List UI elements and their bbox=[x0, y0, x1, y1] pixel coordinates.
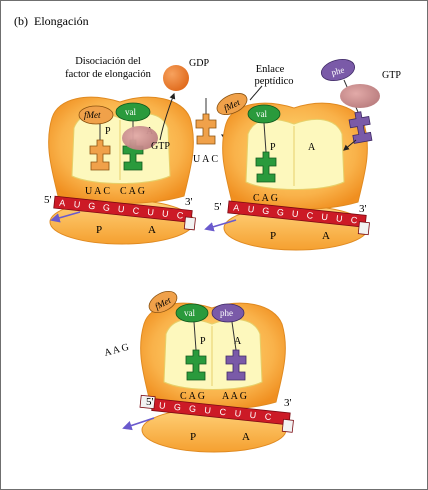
peptide-label-line1: Enlace bbox=[256, 64, 285, 75]
codon-r3-7: U bbox=[249, 410, 257, 421]
codon-r1-8: U bbox=[162, 208, 170, 219]
fmet-ball-3 bbox=[148, 290, 178, 314]
codon-r1-7: U bbox=[147, 207, 155, 218]
dissociation-label-line2: factor de elongación bbox=[65, 69, 151, 80]
anticodon-val-1: C A G bbox=[120, 186, 145, 197]
dissociation-arrow bbox=[159, 92, 176, 141]
site-p-upper-3: P bbox=[200, 336, 206, 347]
five-prime-3: 5' bbox=[146, 396, 154, 408]
val-label-2: val bbox=[256, 109, 267, 119]
site-a-upper-3: A bbox=[234, 336, 242, 347]
codon-r1-4: G bbox=[102, 202, 110, 213]
elongation-factor-1 bbox=[122, 126, 158, 150]
val-ball-3 bbox=[175, 303, 209, 323]
gtp-free-label: GTP bbox=[382, 70, 401, 81]
codon-r1-1: A bbox=[59, 198, 66, 209]
fmet-ball-2 bbox=[216, 93, 248, 115]
codon-r2-9: C bbox=[350, 215, 358, 226]
gtp-bound-label: GTP bbox=[151, 141, 170, 152]
mrna-3 bbox=[139, 394, 294, 433]
codon-r3-1: U bbox=[159, 400, 167, 411]
codon-r3-2: G bbox=[173, 402, 181, 413]
elongation-factor-2 bbox=[340, 84, 380, 108]
codon-r2-6: C bbox=[306, 210, 314, 221]
gdp-ball bbox=[163, 65, 189, 91]
three-prime-1: 3' bbox=[185, 196, 193, 208]
phe-ball-incoming bbox=[320, 58, 356, 82]
codon-r3-5: C bbox=[219, 407, 227, 418]
val-label-3: val bbox=[184, 308, 195, 318]
fmet-ball-1 bbox=[78, 105, 114, 125]
site-a-2: A bbox=[322, 230, 330, 242]
mrna-1 bbox=[53, 195, 196, 231]
codon-r1-6: C bbox=[132, 205, 140, 216]
codon-r1-5: U bbox=[117, 204, 125, 215]
phe-ball-3 bbox=[211, 303, 245, 323]
anticodon-fmet-1: U A C bbox=[85, 186, 110, 197]
codon-r2-2: U bbox=[247, 204, 255, 215]
five-prime-2: 5' bbox=[214, 201, 222, 213]
three-prime-2: 3' bbox=[359, 203, 367, 215]
entry-arrow bbox=[343, 139, 357, 151]
gdp-label: GDP bbox=[189, 58, 209, 69]
codon-r2-7: U bbox=[321, 212, 329, 223]
anticodon-val-2: C A G bbox=[253, 193, 278, 204]
tunnel-3 bbox=[163, 318, 263, 390]
anticodon-phe-3: A A G bbox=[222, 391, 247, 402]
codon-r3-8: C bbox=[264, 411, 272, 422]
fmet-trna-1 bbox=[78, 105, 114, 171]
codon-r1-3: G bbox=[88, 201, 96, 212]
codon-r3-6: U bbox=[234, 408, 242, 419]
panel-label: (b) bbox=[14, 14, 28, 28]
site-p-3: P bbox=[190, 431, 196, 443]
direction-arrow-2 bbox=[204, 219, 237, 232]
codon-r1-9: C bbox=[176, 210, 184, 221]
phe-trna-3 bbox=[211, 303, 247, 381]
figure-title: Elongación bbox=[34, 14, 89, 28]
val-trna-3 bbox=[175, 303, 209, 381]
phe-label-3: phe bbox=[220, 308, 233, 318]
codon-r2-1: A bbox=[233, 202, 240, 213]
site-p-1: P bbox=[96, 224, 102, 236]
codon-r2-8: U bbox=[336, 213, 344, 224]
codon-r3-3: G bbox=[189, 403, 197, 414]
site-a-3: A bbox=[242, 431, 250, 443]
released-anticodon-uac: U A C bbox=[193, 154, 218, 165]
peptide-pointer bbox=[249, 85, 263, 101]
incoming-phe-trna bbox=[320, 58, 380, 144]
released-aag-label: A A G bbox=[103, 342, 130, 359]
fmet-label-1: fMet bbox=[84, 110, 101, 120]
peptide-label-line2: peptídico bbox=[254, 76, 293, 87]
dissociation-label-line1: Disociación del bbox=[75, 56, 141, 67]
five-prime-1: 5' bbox=[44, 194, 52, 206]
site-a-1: A bbox=[148, 224, 156, 236]
val-label-1: val bbox=[125, 107, 136, 117]
codon-r3-4: U bbox=[204, 405, 212, 416]
phe-label-incoming: phe bbox=[330, 65, 345, 78]
codon-r2-5: U bbox=[291, 209, 299, 220]
mrna-2 bbox=[227, 200, 370, 236]
site-p-upper-1: P bbox=[105, 126, 111, 137]
direction-arrow-1 bbox=[50, 211, 81, 223]
three-prime-3: 3' bbox=[284, 397, 292, 409]
codon-r2-3: G bbox=[262, 205, 270, 216]
codon-r1-2: U bbox=[73, 199, 81, 210]
anticodon-val-3: C A G bbox=[180, 391, 205, 402]
site-a-upper-2: A bbox=[308, 142, 316, 153]
site-p-upper-2: P bbox=[270, 142, 276, 153]
released-fmet-trna bbox=[195, 98, 217, 145]
site-p-2: P bbox=[270, 230, 276, 242]
direction-arrow-3 bbox=[122, 417, 155, 431]
codon-r2-4: G bbox=[276, 207, 284, 218]
val-trna-2 bbox=[247, 104, 281, 183]
